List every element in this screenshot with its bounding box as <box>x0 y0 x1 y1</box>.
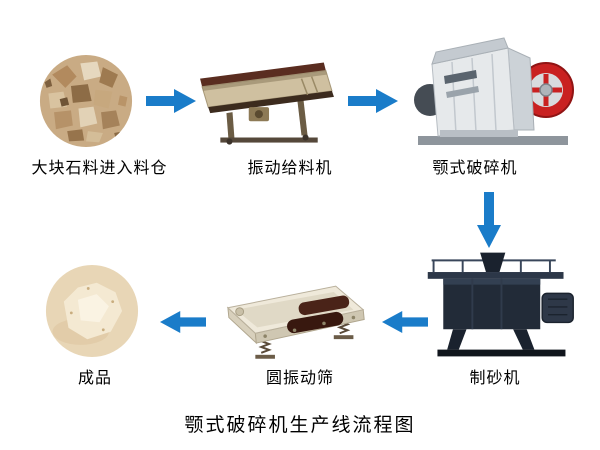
jaw-crusher-image <box>414 37 574 145</box>
sand-maker-node <box>420 250 580 360</box>
arrow-right-1-icon <box>146 89 196 113</box>
sand-maker-label: 制砂机 <box>469 370 521 387</box>
arrow-down-icon <box>477 192 501 248</box>
finished-product-node <box>44 264 140 358</box>
arrow-left-2-icon <box>160 310 206 334</box>
finished-product-label: 成品 <box>77 370 112 387</box>
vibrating-screen-node <box>222 278 374 362</box>
jaw-crusher-node <box>410 30 575 152</box>
raw-stone-node <box>38 54 134 148</box>
raw-stone-label: 大块石料进入料仓 <box>31 160 168 177</box>
vibrating-screen-image <box>226 285 365 359</box>
vibrating-screen-label: 圆振动筛 <box>265 370 334 387</box>
vibrating-feeder-image <box>200 62 334 145</box>
vibrating-feeder-node <box>196 56 338 148</box>
sand-maker-image <box>427 252 574 357</box>
finished-product-image <box>45 264 139 358</box>
jaw-crusher-label: 颚式破碎机 <box>432 160 518 177</box>
diagram-title: 颚式破碎机生产线流程图 <box>184 415 416 436</box>
arrow-right-2-icon <box>348 89 398 113</box>
raw-stone-image <box>39 54 133 148</box>
vibrating-feeder-label: 振动给料机 <box>247 160 333 177</box>
arrow-left-1-icon <box>382 310 428 334</box>
